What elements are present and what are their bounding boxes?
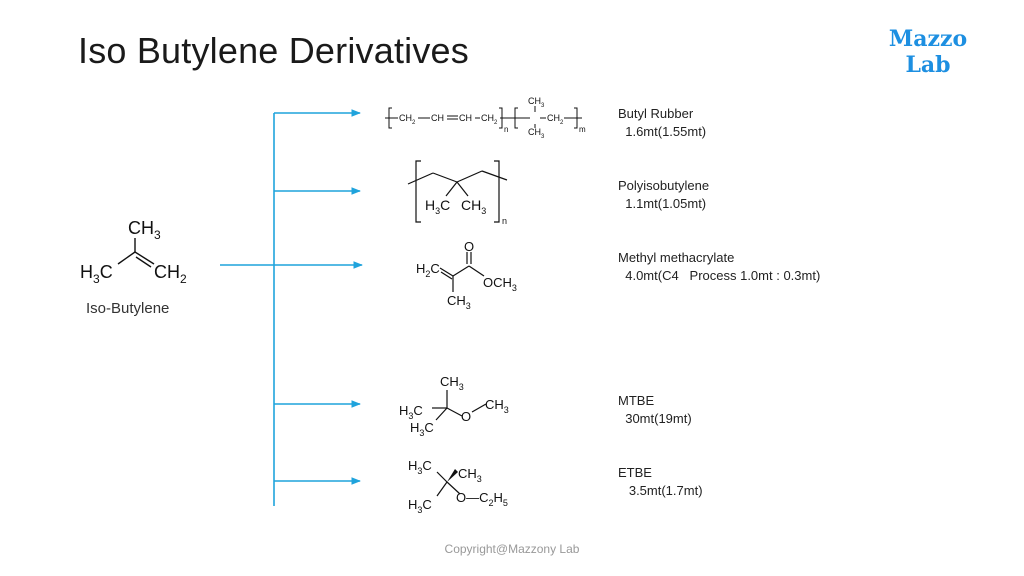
svg-text:CH2: CH2 [547,113,564,126]
flow-connectors [220,109,363,506]
product-name-mma: Methyl methacrylate [618,250,735,265]
svg-text:H3C: H3C [425,197,450,216]
svg-text:H3C: H3C [410,420,434,438]
product-volume-butyl-rubber: 1.6mt(1.55mt) [618,124,707,139]
svg-text:O—C2H5: O—C2H5 [456,490,508,508]
product-name-etbe: ETBE [618,465,652,480]
svg-text:CH3: CH3 [485,397,509,415]
svg-text:CH3: CH3 [458,466,482,484]
svg-text:n: n [504,125,508,134]
svg-text:CH2: CH2 [481,113,498,126]
polyisobutylene-structure: H3C CH3 n [407,160,508,226]
isobutylene-label: Iso-Butylene [86,300,169,317]
product-name-polyisobutylene: Polyisobutylene [618,178,710,193]
mazzo-lab-logo: Mazzo Lab [878,26,978,78]
product-name-butyl-rubber: Butyl Rubber [618,106,694,121]
product-volume-polyisobutylene: 1.1mt(1.05mt) [618,196,707,211]
svg-text:H3C: H3C [408,458,432,476]
svg-text:CH: CH [459,113,472,123]
svg-text:H3C: H3C [80,262,113,286]
svg-text:CH3: CH3 [447,293,471,311]
svg-text:m: m [579,125,586,134]
etbe-structure: H3C CH3 H3C O—C2H5 [408,458,508,515]
svg-text:H3C: H3C [399,403,423,421]
mtbe-structure: CH3 H3C H3C O CH3 [399,374,509,438]
svg-text:CH2: CH2 [154,262,187,286]
isobutylene-structure: CH3 H3C CH2 [80,218,187,286]
logo-line-2: Lab [905,52,951,78]
product-volume-etbe: 3.5mt(1.7mt) [618,483,703,498]
svg-text:CH2: CH2 [399,113,416,126]
logo-line-1: Mazzo [888,26,968,52]
svg-text:O: O [461,409,471,424]
product-volume-mtbe: 30mt(19mt) [618,411,692,426]
butyl-rubber-structure: CH2 CH CH CH2 n CH3 CH3 CH2 m [385,96,586,140]
mma-structure: H2C O OCH3 CH3 [416,239,517,311]
svg-text:CH3: CH3 [528,127,545,140]
svg-text:OCH3: OCH3 [483,275,517,293]
svg-text:H2C: H2C [416,261,440,279]
page-title: Iso Butylene Derivatives [78,30,469,71]
copyright-footer: Copyright@Mazzony Lab [444,542,580,556]
svg-text:O: O [464,239,474,254]
product-name-mtbe: MTBE [618,393,655,408]
svg-text:H3C: H3C [408,497,432,515]
svg-text:n: n [502,216,507,226]
svg-text:CH3: CH3 [440,374,464,392]
product-volume-mma: 4.0mt(C4 Process 1.0mt : 0.3mt) [618,268,821,283]
svg-text:CH3: CH3 [528,96,545,109]
svg-text:CH: CH [431,113,444,123]
svg-text:CH3: CH3 [128,218,161,242]
svg-text:CH3: CH3 [461,197,486,216]
